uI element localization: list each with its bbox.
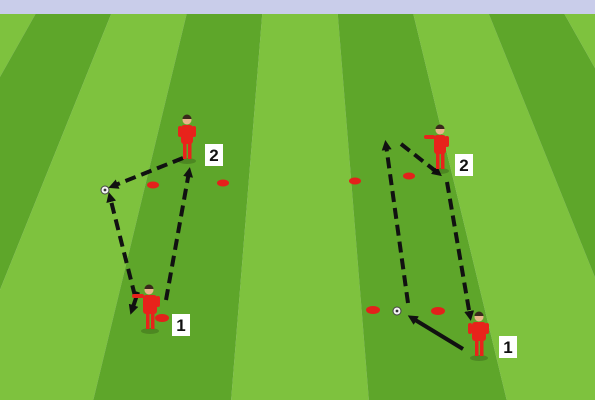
grass-stripe	[413, 14, 595, 400]
cone-icon	[431, 307, 445, 315]
left-drill: 2 1	[100, 114, 229, 336]
pass-arrow-icon	[106, 192, 137, 297]
player-icon	[132, 284, 160, 334]
player-icon	[178, 114, 196, 164]
ball-icon	[100, 185, 110, 195]
grass-stripe	[564, 14, 595, 69]
grass-stripe	[337, 14, 507, 400]
pass-arrow-icon	[445, 181, 475, 321]
svg-text:2: 2	[209, 146, 218, 165]
grass-stripe	[0, 14, 187, 400]
cone-icon	[366, 306, 380, 314]
pass-arrow-icon	[381, 140, 410, 304]
pass-arrow-icon	[399, 142, 442, 177]
cone-icon	[349, 177, 361, 185]
player-number-badge: 2	[455, 154, 473, 176]
svg-text:1: 1	[176, 316, 185, 335]
svg-text:2: 2	[459, 156, 468, 175]
sky-strip	[0, 0, 595, 14]
right-drill: 2 1	[349, 124, 517, 361]
grass-stripe	[488, 14, 595, 278]
ball-icon	[392, 306, 402, 316]
svg-text:1: 1	[503, 338, 512, 357]
player-icon	[424, 124, 449, 174]
pass-arrow-icon	[108, 156, 184, 189]
pass-arrow-icon	[407, 315, 465, 351]
cone-icon	[403, 172, 415, 180]
player-icon	[468, 311, 489, 361]
player-number-badge: 2	[205, 144, 223, 166]
player-number-badge: 1	[172, 314, 190, 336]
cone-icon	[217, 179, 229, 187]
pass-arrow-icon	[164, 167, 194, 301]
grass-stripe	[231, 14, 369, 400]
player-number-badge: 1	[499, 336, 517, 358]
cone-icon	[155, 314, 169, 322]
cone-icon	[147, 181, 159, 189]
